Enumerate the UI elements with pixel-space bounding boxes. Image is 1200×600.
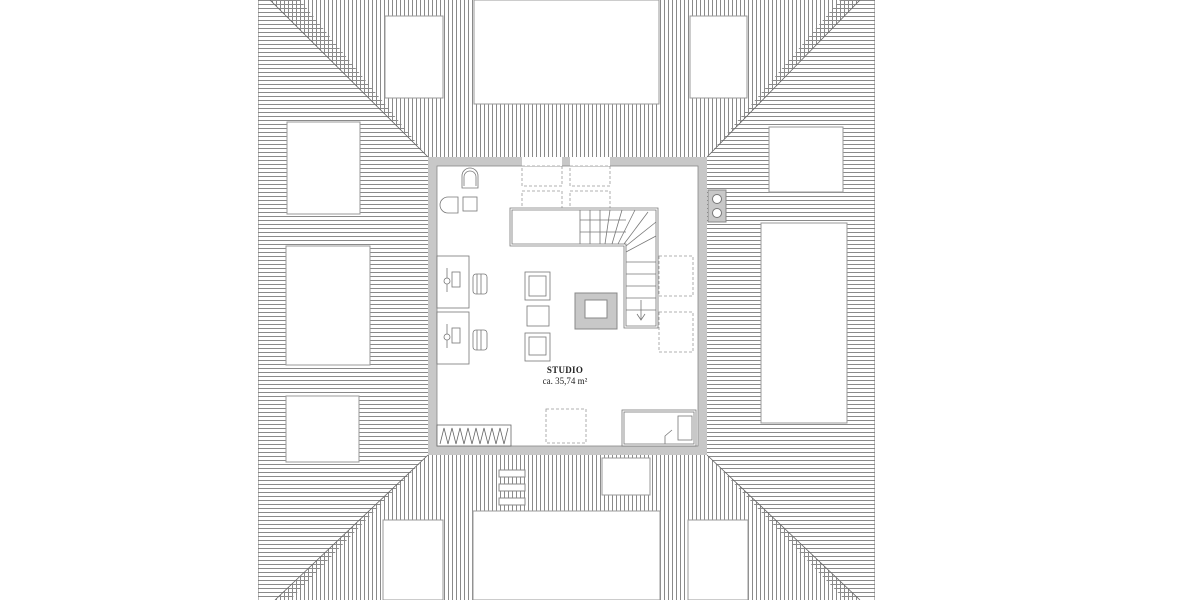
window-left-1 (286, 121, 361, 215)
staircase (509, 207, 659, 329)
roof-windows (285, 0, 848, 600)
window-right-2 (760, 222, 848, 424)
window-bottom-left (382, 519, 444, 600)
window-bottom-center (472, 510, 661, 600)
window-top-center (473, 0, 660, 105)
chimney (707, 189, 727, 223)
fireplace (574, 292, 618, 330)
window-left-2 (285, 245, 371, 366)
lounge-furniture (524, 271, 551, 362)
window-bottom-right-2 (687, 519, 749, 600)
wardrobe (436, 424, 512, 447)
window-top-right (689, 15, 748, 99)
window-right-1 (768, 126, 844, 193)
desks (436, 255, 488, 365)
window-bottom-right (601, 457, 651, 496)
room-name-label: STUDIO (546, 365, 584, 375)
roof-ladder (498, 469, 526, 506)
window-top-left (384, 15, 444, 99)
toilet-fixtures (439, 167, 479, 214)
room-area-label: ca. 35,74 m² (542, 376, 588, 386)
window-left-3 (285, 395, 360, 463)
bed (621, 409, 697, 447)
